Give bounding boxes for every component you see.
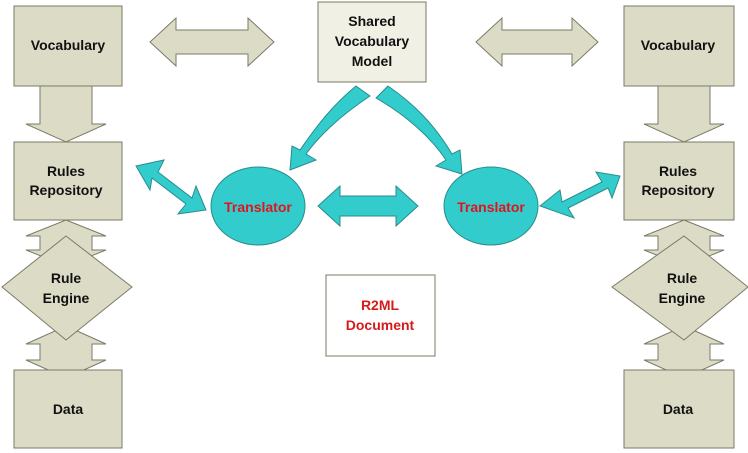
right-vocabulary-label: Vocabulary <box>641 37 716 53</box>
r2ml-line2: Document <box>346 317 415 333</box>
left-vocabulary-label: Vocabulary <box>31 37 106 53</box>
r2ml-document-box <box>325 274 436 357</box>
left-data-label: Data <box>53 401 84 417</box>
right-rules-repository-box <box>623 141 735 221</box>
translator-translator-double-arrow <box>317 184 419 228</box>
right-repo-translator-double-arrow <box>538 171 621 219</box>
left-data-box <box>13 369 123 449</box>
right-vocabulary-box <box>623 5 735 87</box>
left-vocab-shared-double-arrow <box>149 16 275 68</box>
shared-model-line2: Vocabulary <box>335 33 410 49</box>
left-repo-translator-double-arrow <box>135 159 207 215</box>
shared-to-left-translator-curved-arrow <box>289 85 371 171</box>
left-vocabulary-box <box>13 5 123 87</box>
right-data-box <box>623 369 735 449</box>
left-engine-label-line1: Rule <box>51 270 82 286</box>
shared-model-line1: Shared <box>348 13 395 29</box>
left-rules-label-line1: Rules <box>47 163 85 179</box>
left-engine-label-line2: Engine <box>43 290 90 306</box>
left-vocab-to-rules-arrow <box>25 85 107 143</box>
right-rules-label-line1: Rules <box>659 163 697 179</box>
right-translator-circle <box>443 166 539 246</box>
right-data-label: Data <box>663 401 694 417</box>
right-rules-label-line2: Repository <box>641 182 714 198</box>
right-engine-label-line2: Engine <box>659 290 706 306</box>
left-rule-engine-diamond <box>1 235 133 341</box>
left-translator-circle <box>210 166 306 246</box>
shared-model-line3: Model <box>352 53 392 69</box>
shared-to-right-translator-curved-arrow <box>375 85 463 175</box>
left-rules-repository-box <box>13 141 123 221</box>
right-stack: Vocabulary Rules Repository Rule Engine … <box>611 5 748 449</box>
right-vocab-shared-double-arrow <box>475 16 599 68</box>
right-engine-label-line1: Rule <box>667 270 698 286</box>
left-translator-label: Translator <box>224 199 292 215</box>
left-rules-label-line2: Repository <box>29 182 102 198</box>
right-vocab-to-rules-arrow <box>643 85 725 143</box>
shared-vocabulary-model-box <box>317 1 427 83</box>
left-stack: Vocabulary Rules Repository Rule Engine … <box>1 5 133 449</box>
right-rule-engine-diamond <box>611 235 748 341</box>
r2ml-line1: R2ML <box>361 297 400 313</box>
right-translator-label: Translator <box>457 199 525 215</box>
